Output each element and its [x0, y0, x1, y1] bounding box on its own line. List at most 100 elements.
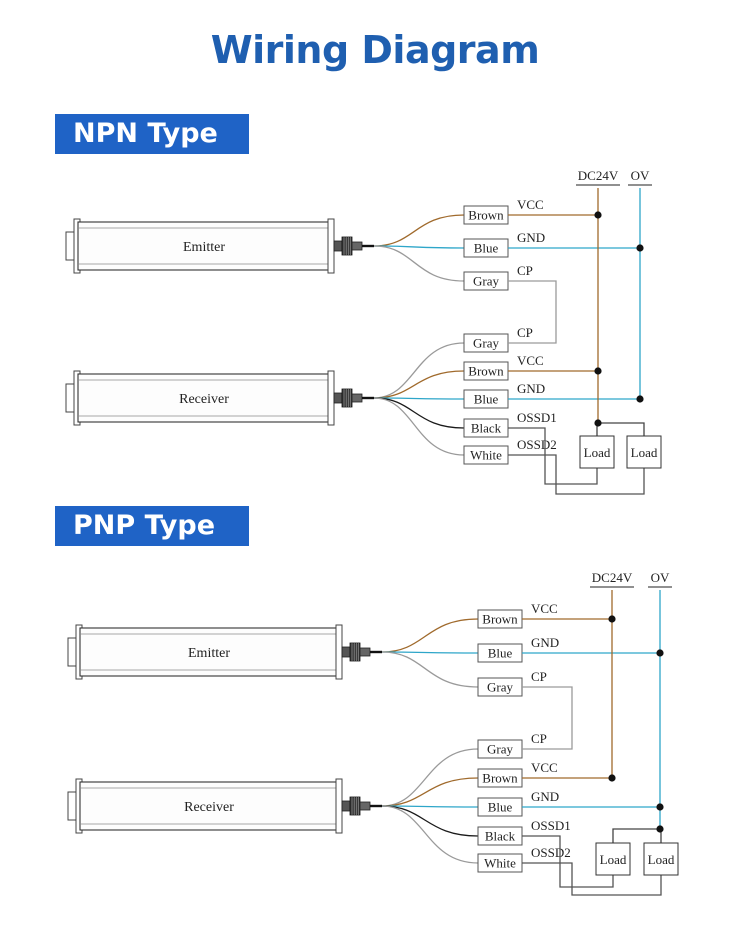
- emitter-wire-brown: [381, 618, 479, 653]
- device-label: Receiver: [184, 800, 234, 815]
- receiver-wire-brown-label: Brown: [468, 364, 504, 379]
- receiver-wire-blue-label: Blue: [488, 800, 513, 815]
- junction-dot: [608, 615, 616, 623]
- emitter-signal-cp: CP: [531, 669, 547, 684]
- emitter-wire-blue-label: Blue: [488, 646, 513, 661]
- load-1-label: Load: [600, 852, 627, 867]
- receiver-signal-gnd: GND: [517, 381, 545, 396]
- junction-dot: [608, 774, 616, 782]
- receiver-device: Receiver: [65, 370, 374, 426]
- connector-nut: [333, 240, 343, 252]
- connector-tip: [359, 647, 371, 657]
- device-label: Receiver: [179, 392, 229, 407]
- emitter-signal-vcc: VCC: [531, 601, 558, 616]
- receiver-signal-ossd1: OSSD1: [531, 818, 571, 833]
- load-2-box: [626, 435, 662, 469]
- load1-return-line: [612, 828, 660, 843]
- emitter-wire-gray-label: Gray: [487, 680, 513, 695]
- emitter-signal-gnd: GND: [517, 230, 545, 245]
- receiver-wire-gray-label: Gray: [473, 336, 499, 351]
- emitter-wire-gray: [373, 245, 465, 282]
- emitter-wire-brown: [373, 214, 465, 247]
- emitter-wire-blue-label: Blue: [474, 241, 499, 256]
- cp-link-line: [508, 280, 557, 344]
- receiver-wire-blue-label: Blue: [474, 392, 499, 407]
- dc24v-label: DC24V: [578, 168, 619, 183]
- emitter-wire-gray: [381, 651, 479, 688]
- connector-tip: [351, 393, 363, 403]
- receiver-wire-gray: [373, 342, 465, 399]
- power-rails: DC24V OV: [576, 168, 652, 186]
- pnp-type-badge: PNP Type: [55, 506, 249, 546]
- emitter-signal-gnd: GND: [531, 635, 559, 650]
- power-rails: DC24V OV: [590, 570, 672, 588]
- connector-nut: [333, 392, 343, 404]
- ov-label: OV: [631, 168, 650, 183]
- receiver-signal-cp: CP: [531, 731, 547, 746]
- ossd2-line: [522, 862, 662, 896]
- load-1-label: Load: [584, 445, 611, 460]
- receiver-wires: GrayCPBrownVCCBlueGNDBlackOSSD1WhiteOSSD…: [381, 731, 571, 873]
- connector-nut: [341, 646, 351, 658]
- junction-dot: [656, 825, 664, 833]
- load2-supply-line: [598, 422, 645, 436]
- receiver-wire-brown-label: Brown: [482, 771, 518, 786]
- device-body: [79, 781, 339, 831]
- device-body: [77, 373, 331, 423]
- connector-tip: [351, 241, 363, 251]
- device-end-flange: [335, 778, 343, 834]
- receiver-signal-ossd2: OSSD2: [531, 845, 571, 860]
- load-2-box: [643, 842, 679, 876]
- receiver-wire-blue: [373, 397, 465, 400]
- emitter-wire-blue: [381, 651, 479, 654]
- junction-dot: [594, 211, 602, 219]
- receiver-signal-cp: CP: [517, 325, 533, 340]
- receiver-wire-gray-label: Gray: [487, 742, 513, 757]
- emitter-wire-blue: [373, 245, 465, 249]
- npn-type-badge: NPN Type: [55, 114, 249, 154]
- emitter-wire-brown-label: Brown: [482, 612, 518, 627]
- receiver-signal-vcc: VCC: [517, 353, 544, 368]
- emitter-device: Emitter: [65, 218, 374, 274]
- load-2-label: Load: [631, 445, 658, 460]
- emitter-signal-vcc: VCC: [517, 197, 544, 212]
- receiver-wire-black-label: Black: [471, 421, 502, 436]
- device-body: [77, 221, 331, 271]
- emitter-device: Emitter: [67, 624, 382, 680]
- receiver-signal-ossd1: OSSD1: [517, 410, 557, 425]
- receiver-wire-white-label: White: [470, 448, 502, 463]
- emitter-wire-gray-label: Gray: [473, 274, 499, 289]
- receiver-device: Receiver: [67, 778, 382, 834]
- receiver-signal-ossd2: OSSD2: [517, 437, 557, 452]
- receiver-wire-brown: [373, 370, 465, 399]
- junction-dot: [656, 803, 664, 811]
- cp-link-line: [522, 686, 573, 750]
- device-body: [79, 627, 339, 677]
- receiver-wire-gray: [381, 748, 479, 807]
- emitter-wires: Brown VCC Blue GND Gray CP: [381, 601, 559, 697]
- page-title: Wiring Diagram: [210, 28, 540, 72]
- ov-label: OV: [651, 570, 670, 585]
- connector-tip: [359, 801, 371, 811]
- receiver-wire-black: [373, 397, 465, 429]
- receiver-wire-black-label: Black: [485, 829, 516, 844]
- receiver-wire-blue: [381, 805, 479, 808]
- receiver-wire-white: [373, 397, 465, 456]
- dc24v-label: DC24V: [592, 570, 633, 585]
- junction-dot: [594, 367, 602, 375]
- receiver-wire-black: [381, 805, 479, 837]
- ossd1-line: [508, 427, 598, 485]
- device-label: Emitter: [188, 646, 230, 661]
- device-end-flange: [327, 218, 335, 274]
- receiver-wire-brown: [381, 777, 479, 807]
- receiver-wire-white-label: White: [484, 856, 516, 871]
- receiver-signal-gnd: GND: [531, 789, 559, 804]
- junction-dot: [594, 419, 602, 427]
- device-end-flange: [327, 370, 335, 426]
- junction-dot: [656, 649, 664, 657]
